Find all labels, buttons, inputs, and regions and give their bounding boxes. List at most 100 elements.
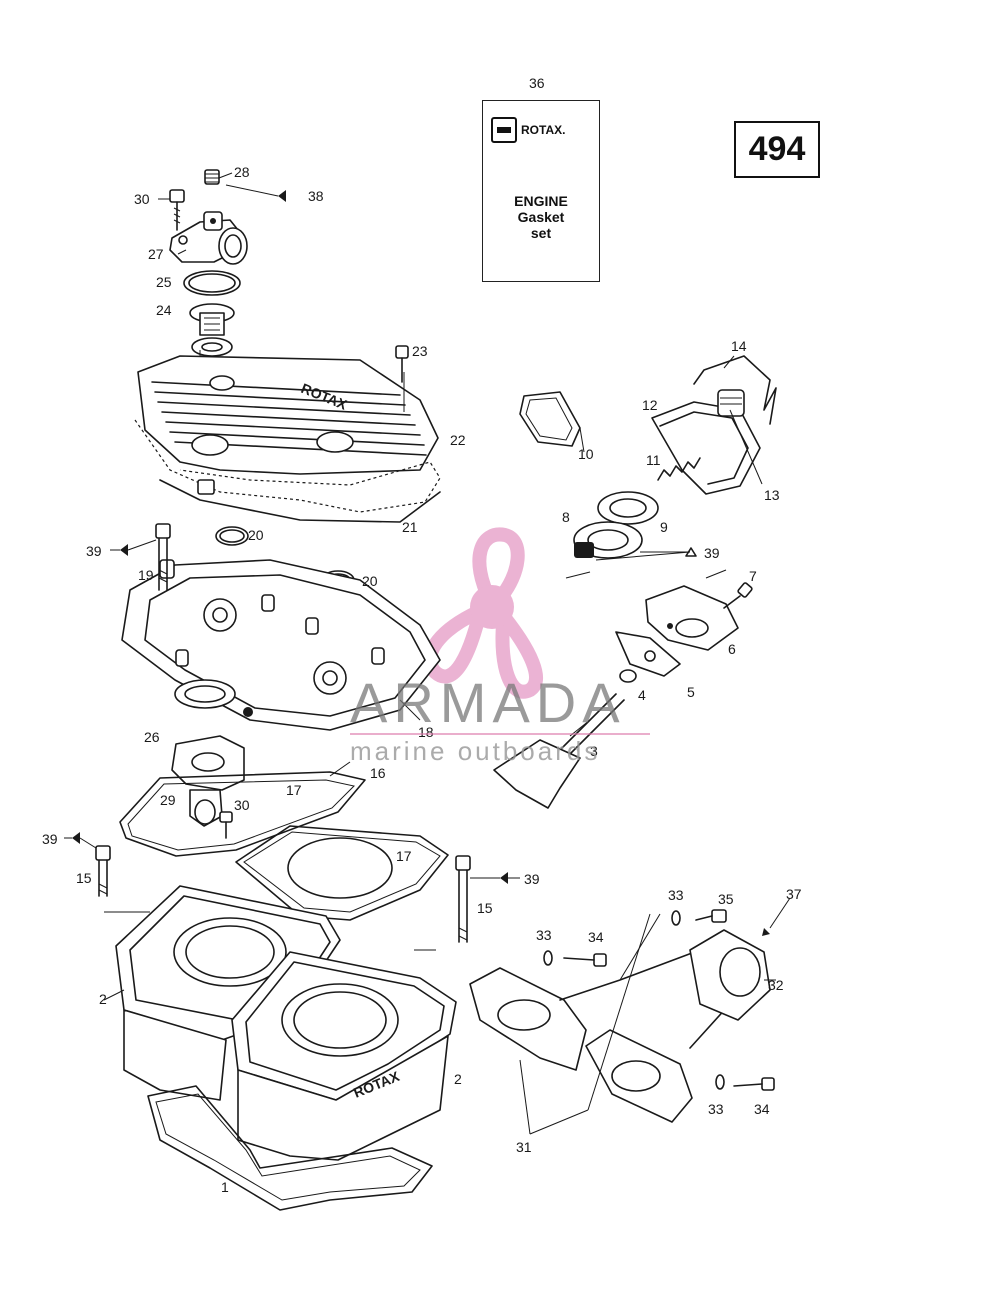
callout-35: 35 <box>718 891 734 907</box>
callout-39-a: 39 <box>86 543 102 559</box>
callout-18: 18 <box>418 724 434 740</box>
callout-17-b: 17 <box>396 848 412 864</box>
sealant-38-icon <box>278 190 286 202</box>
head-gasket <box>119 771 366 857</box>
callout-30-top: 30 <box>134 191 150 207</box>
screw-7 <box>723 582 753 609</box>
cylinder-head <box>121 559 441 731</box>
callout-39-c: 39 <box>524 871 540 887</box>
callout-28: 28 <box>234 164 250 180</box>
thermostat-24 <box>189 303 235 357</box>
rotax-logo-text: ROTAX. <box>521 123 566 137</box>
bolt-19 <box>155 523 171 591</box>
watermark-rule <box>350 733 650 735</box>
callout-1: 1 <box>221 1179 229 1195</box>
kit-card-text: ENGINE Gasket set <box>483 193 599 241</box>
callout-20-a: 20 <box>248 527 264 543</box>
sealant-39-c-icon <box>500 872 508 884</box>
callout-6: 6 <box>728 641 736 657</box>
cover-gasket-21 <box>134 419 441 523</box>
callout-33-b: 33 <box>668 887 684 903</box>
callout-10: 10 <box>578 446 594 462</box>
exhaust-elbow-32 <box>689 929 771 1021</box>
kit-line-3: set <box>530 225 552 241</box>
callout-23: 23 <box>412 343 428 359</box>
callout-38: 38 <box>308 188 324 204</box>
callout-14: 14 <box>731 338 747 354</box>
bolt-23 <box>395 345 409 383</box>
callout-34-a: 34 <box>588 929 604 945</box>
callout-13: 13 <box>764 487 780 503</box>
page-number-box: 494 <box>734 121 820 178</box>
bolt-35 <box>695 909 727 923</box>
sealant-37-icon <box>762 928 770 936</box>
callout-26: 26 <box>144 729 160 745</box>
callout-15-left: 15 <box>76 870 92 886</box>
callout-12: 12 <box>642 397 658 413</box>
washer-33-b <box>671 910 681 926</box>
rave-valve-3 <box>493 693 625 809</box>
callout-30-bottom: 30 <box>234 797 250 813</box>
callout-37: 37 <box>786 886 802 902</box>
gasket-kit-card: ROTAX. ENGINE Gasket set <box>482 100 600 282</box>
callout-33-a: 33 <box>536 927 552 943</box>
callout-16: 16 <box>370 765 386 781</box>
bellows-8 <box>573 521 643 559</box>
base-gasket <box>147 1085 433 1211</box>
thermostat-housing <box>169 211 248 265</box>
callout-2-right: 2 <box>454 1071 462 1087</box>
o-ring-25 <box>183 270 241 296</box>
washer-33-c <box>715 1074 725 1090</box>
callout-22: 22 <box>450 432 466 448</box>
sealant-39-b-icon <box>72 832 80 844</box>
watermark-tagline: marine outboards <box>350 736 601 766</box>
cylinder-head-cover: ROTAX <box>137 355 439 475</box>
bleeder-screw <box>204 169 220 185</box>
callout-33-c: 33 <box>708 1101 724 1117</box>
bolt-30-bottom <box>219 811 233 839</box>
bellows-9 <box>597 491 659 525</box>
rotax-logo: ROTAX. <box>491 117 565 143</box>
callout-3: 3 <box>590 743 598 759</box>
callout-20-b: 20 <box>362 573 378 589</box>
callout-31: 31 <box>516 1139 532 1155</box>
callout-7: 7 <box>749 568 757 584</box>
callout-8: 8 <box>562 509 570 525</box>
stud-15-left <box>95 845 111 897</box>
gasket-5 <box>615 631 681 677</box>
watermark-propeller-icon <box>423 527 543 699</box>
washer-4 <box>619 669 637 683</box>
callout-34-b: 34 <box>754 1101 770 1117</box>
callout-32: 32 <box>768 977 784 993</box>
callout-29: 29 <box>160 792 176 808</box>
callout-2-left: 2 <box>99 991 107 1007</box>
o-ring-20-a <box>215 526 249 546</box>
rave-gasket-10 <box>519 391 581 447</box>
cylinder-right: ROTAX <box>231 951 457 1161</box>
exhaust-manifold-31 <box>469 949 729 1123</box>
leader-lines <box>64 172 791 1135</box>
kit-line-1: ENGINE <box>514 193 568 209</box>
callout-11: 11 <box>646 452 661 468</box>
spring-11 <box>657 457 701 481</box>
callout-labels: 1 2 2 3 4 5 6 7 8 9 10 11 12 13 14 15 15… <box>42 75 802 1195</box>
sealant-39-a-icon <box>120 544 128 556</box>
callout-4: 4 <box>638 687 646 703</box>
kit-line-2: Gasket <box>517 209 565 225</box>
bolt-34-top <box>563 953 607 967</box>
callout-39-b: 39 <box>42 831 58 847</box>
callout-9: 9 <box>660 519 668 535</box>
bolt-30-top <box>169 189 185 231</box>
callout-25: 25 <box>156 274 172 290</box>
callout-27: 27 <box>148 246 164 262</box>
rotax-logo-icon <box>491 117 517 143</box>
callout-17-a: 17 <box>286 782 302 798</box>
stud-15-right <box>455 855 471 943</box>
callout-39-d: 39 <box>704 545 720 561</box>
callout-15-right: 15 <box>477 900 493 916</box>
callout-19: 19 <box>138 567 154 583</box>
callout-36: 36 <box>529 75 545 91</box>
washer-33-a <box>543 950 553 966</box>
